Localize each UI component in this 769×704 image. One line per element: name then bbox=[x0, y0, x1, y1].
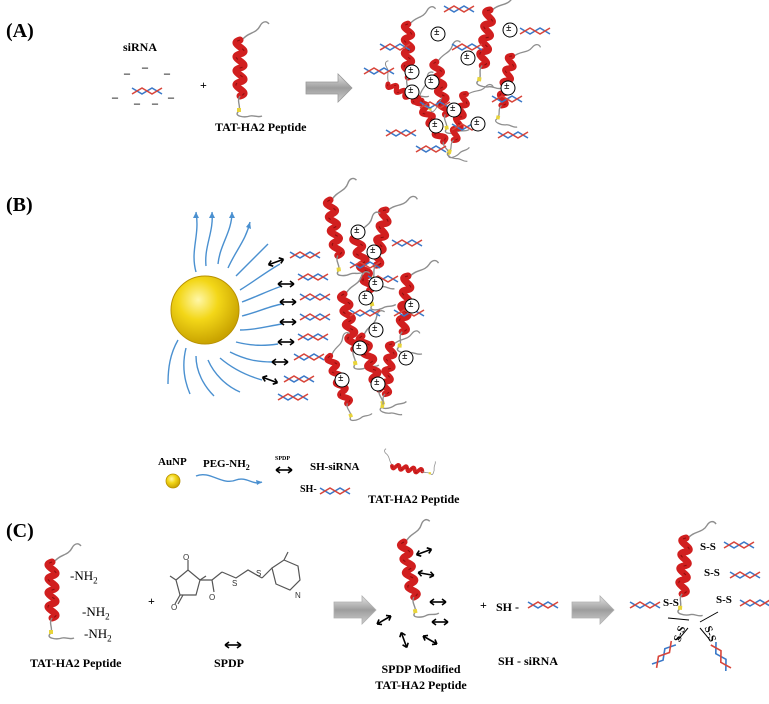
minus-sign: – bbox=[152, 96, 158, 110]
legend-peptide-label: TAT-HA2 Peptide bbox=[368, 492, 460, 506]
plus-sign: + bbox=[480, 598, 487, 612]
charge-symbol: ± bbox=[408, 85, 414, 96]
panel-a-label: (A) bbox=[6, 20, 34, 42]
minus-sign: – bbox=[134, 96, 140, 110]
spdp-structure bbox=[169, 551, 301, 605]
nh2-group: -NH2 bbox=[70, 568, 98, 586]
panel-c-conjugate bbox=[629, 520, 769, 672]
charge-symbol: ± bbox=[464, 51, 470, 62]
panel-b-legend-art bbox=[165, 449, 437, 495]
charge-symbol: ± bbox=[450, 103, 456, 114]
panel-a-sirna-charges bbox=[131, 87, 163, 95]
disulfide-label: S-S bbox=[700, 541, 716, 553]
minus-sign: – bbox=[142, 60, 148, 74]
svg-text:O: O bbox=[209, 593, 215, 602]
spdp-atoms: O O O S S N bbox=[171, 553, 301, 612]
legend-peptide-icon bbox=[382, 449, 437, 476]
charge-symbol: ± bbox=[370, 245, 376, 256]
charge-symbol: ± bbox=[428, 75, 434, 86]
panel-c-arrow-2 bbox=[571, 595, 615, 625]
panel-b-label: (B) bbox=[6, 194, 33, 216]
spdp-label: SPDP bbox=[214, 656, 244, 670]
charge-symbol: ± bbox=[434, 27, 440, 38]
charge-symbol: ± bbox=[354, 225, 360, 236]
panel-c-arrow-1 bbox=[333, 595, 377, 625]
minus-sign: – bbox=[124, 66, 130, 80]
sh-sirna-label: SH - siRNA bbox=[498, 654, 559, 668]
charge-symbol: ± bbox=[408, 299, 414, 310]
panel-c-peptide-modified bbox=[374, 519, 449, 650]
charge-symbol: ± bbox=[338, 373, 344, 384]
legend-spdp-icon bbox=[275, 466, 293, 474]
charge-symbol: ± bbox=[362, 291, 368, 302]
sh-dash-label: SH - bbox=[496, 600, 520, 614]
panel-c-peptide-1 bbox=[48, 544, 81, 639]
charge-symbol: ± bbox=[506, 23, 512, 34]
disulfide-label: S-S bbox=[704, 567, 720, 579]
panel-a-complex bbox=[363, 0, 551, 163]
minus-sign: – bbox=[164, 66, 170, 80]
tat-ha2-label-a: TAT-HA2 Peptide bbox=[215, 120, 307, 134]
panel-a-arrow bbox=[305, 73, 353, 103]
charge-symbol: ± bbox=[408, 65, 414, 76]
legend-peg-label: PEG-NH2 bbox=[203, 458, 250, 473]
spdp-modified-label-1: SPDP Modified bbox=[381, 662, 461, 676]
legend-sh-sirna-label: SH-siRNA bbox=[310, 461, 360, 473]
charge-symbol: ± bbox=[504, 81, 510, 92]
panel-a-peptide bbox=[236, 22, 269, 117]
disulfide-label: S-S bbox=[716, 594, 732, 606]
charge-symbol: ± bbox=[372, 277, 378, 288]
sirna-duplex bbox=[131, 87, 163, 95]
peg-strands bbox=[167, 211, 283, 397]
panel-b-aunp-assembly bbox=[167, 178, 439, 422]
charge-symbol: ± bbox=[374, 377, 380, 388]
plus-sign: + bbox=[200, 78, 207, 92]
legend-spdp-small-label: SPDP bbox=[275, 456, 290, 462]
svg-text:O: O bbox=[183, 553, 189, 562]
disulfide-label: S-S bbox=[663, 597, 679, 609]
plus-sign: + bbox=[148, 594, 155, 608]
legend-sirna-icon bbox=[319, 487, 351, 495]
nh2-group: -NH2 bbox=[82, 604, 110, 622]
charge-symbol: ± bbox=[402, 351, 408, 362]
legend-sh-prefix: SH- bbox=[300, 484, 317, 495]
peg-arrowheads bbox=[193, 212, 251, 229]
svg-text:N: N bbox=[295, 591, 301, 600]
svg-text:S: S bbox=[232, 579, 237, 588]
legend-aunp-icon bbox=[165, 473, 181, 489]
minus-sign: – bbox=[112, 90, 118, 104]
charge-symbol: ± bbox=[474, 117, 480, 128]
sirna-label: siRNA bbox=[123, 40, 158, 54]
panel-c-sh-sirna-icon bbox=[527, 601, 559, 609]
spdp-modified-label-2: TAT-HA2 Peptide bbox=[375, 678, 467, 692]
tat-ha2-label-c: TAT-HA2 Peptide bbox=[30, 656, 122, 670]
nh2-group: -NH2 bbox=[84, 626, 112, 644]
spdp-linker-icon bbox=[224, 641, 242, 649]
svg-text:S: S bbox=[256, 569, 261, 578]
minus-sign: – bbox=[168, 90, 174, 104]
charge-symbol: ± bbox=[372, 323, 378, 334]
aunp-particle bbox=[170, 275, 240, 345]
legend-peg-icon bbox=[195, 473, 263, 484]
charge-symbol: ± bbox=[432, 119, 438, 130]
panel-c-label: (C) bbox=[6, 520, 34, 542]
svg-text:O: O bbox=[171, 603, 177, 612]
legend-aunp-label: AuNP bbox=[158, 456, 187, 468]
charge-symbol: ± bbox=[356, 341, 362, 352]
